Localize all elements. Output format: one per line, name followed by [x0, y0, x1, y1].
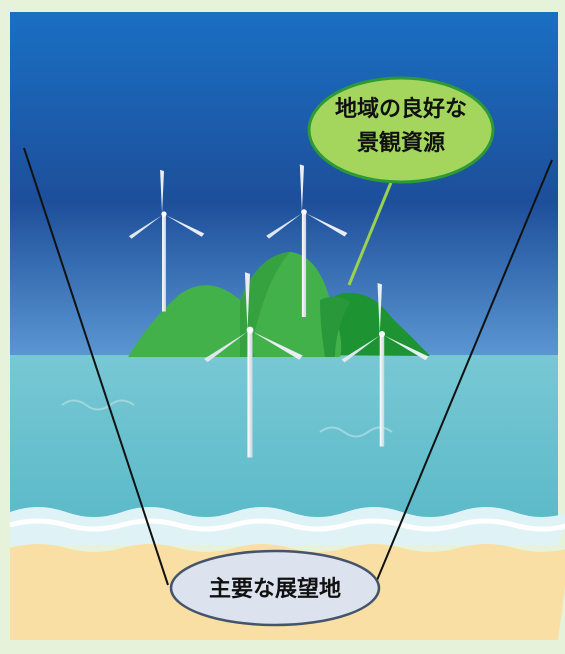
callout-text-line2: 景観資源: [357, 130, 445, 156]
viewpoint-ellipse: [169, 549, 381, 627]
island-icon: [128, 252, 430, 357]
wave-icon: [61, 399, 135, 411]
callout-text-line1: 地域の良好な: [335, 96, 467, 122]
viewpoint-label: 主要な展望地: [209, 577, 341, 602]
sightline-right: [374, 159, 553, 586]
callout-pointer: [347, 179, 394, 286]
sea: [10, 355, 558, 530]
sightline-left: [23, 147, 169, 586]
surf-line: [9, 518, 565, 532]
callout-bubble: [307, 76, 495, 184]
